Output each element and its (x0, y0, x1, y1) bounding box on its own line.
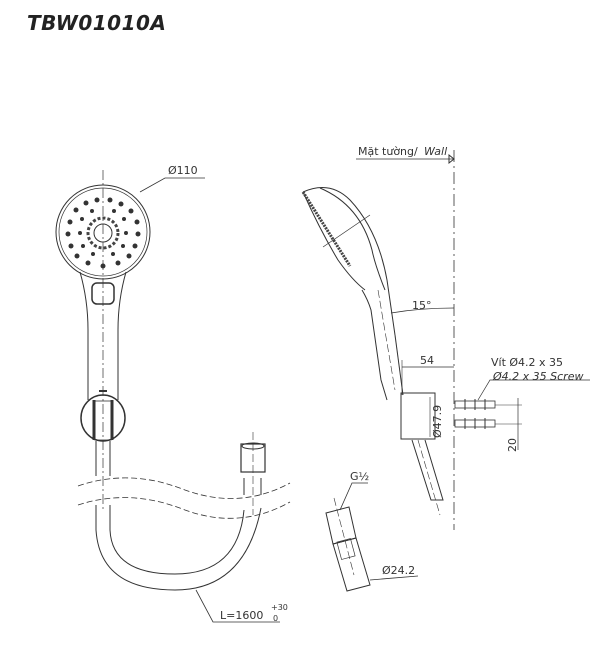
model-title: TBW01010A (27, 11, 167, 35)
angle-label: 15° (412, 299, 432, 312)
tolerance-upper: +30 (271, 603, 288, 612)
wall-label-vi: Mặt tường/ (358, 145, 418, 158)
connector-diameter-label: Ø24.2 (382, 564, 415, 577)
hose (77, 432, 291, 623)
tolerance-lower: 0 (273, 614, 278, 623)
depth-label: 54 (420, 354, 434, 367)
front-view-shower-head (55, 170, 205, 510)
screw-spacing-label: 20 (506, 438, 519, 452)
screw-label-vi: Vít Ø4.2 x 35 (491, 356, 563, 369)
connector-detail (325, 482, 419, 592)
wall-screws (454, 398, 522, 450)
hose-length-label: L=1600 (220, 609, 263, 622)
wall-label-en: Wall (424, 145, 447, 158)
head-diameter-label: Ø110 (168, 164, 198, 177)
side-view (301, 150, 590, 530)
bracket-diameter-label: Ø47.9 (431, 405, 444, 438)
screw-label-en: Ø4.2 x 35 Screw (492, 370, 583, 383)
spray-nozzles (65, 197, 141, 269)
thread-label: G½ (350, 470, 369, 483)
